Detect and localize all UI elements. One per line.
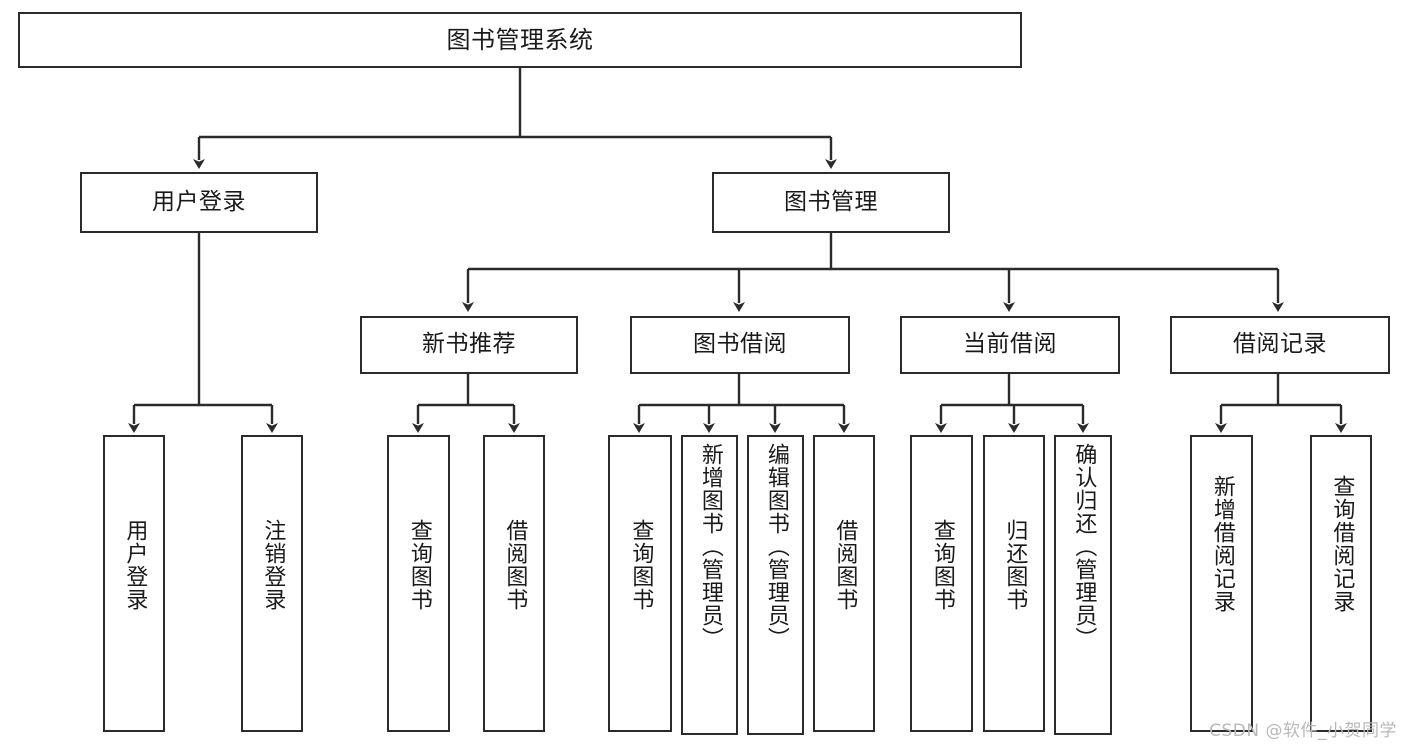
node-label: 图书管理系统 bbox=[446, 25, 594, 54]
node-label: 新增图书（管理员） bbox=[697, 443, 723, 650]
leaf-book-borrow-add-admin[interactable]: 新增图书（管理员） bbox=[681, 435, 738, 735]
node-label: 归还图书 bbox=[1002, 519, 1028, 611]
node-label: 借阅图书 bbox=[832, 519, 858, 611]
node-label: 查询图书 bbox=[628, 519, 654, 611]
node-label: 编辑图书（管理员） bbox=[763, 443, 789, 650]
leaf-user-login-logout[interactable]: 注销登录 bbox=[241, 435, 303, 732]
node-borrow-record[interactable]: 借阅记录 bbox=[1170, 316, 1390, 374]
node-label: 查询图书 bbox=[929, 519, 955, 611]
node-label: 用户登录 bbox=[122, 519, 148, 611]
leaf-new-book-query[interactable]: 查询图书 bbox=[387, 435, 450, 732]
leaf-new-book-borrow[interactable]: 借阅图书 bbox=[483, 435, 545, 732]
leaf-user-login-login[interactable]: 用户登录 bbox=[103, 435, 165, 732]
node-label: 新书推荐 bbox=[422, 331, 516, 358]
node-label: 查询图书 bbox=[406, 519, 432, 611]
node-label: 借阅记录 bbox=[1233, 331, 1327, 358]
node-book-management[interactable]: 图书管理 bbox=[712, 172, 950, 233]
leaf-current-borrow-query[interactable]: 查询图书 bbox=[910, 435, 973, 732]
leaf-current-borrow-return[interactable]: 归还图书 bbox=[983, 435, 1045, 732]
node-label: 用户登录 bbox=[152, 188, 246, 215]
node-label: 新增借阅记录 bbox=[1209, 475, 1235, 613]
node-label: 确认归还（管理员） bbox=[1071, 443, 1097, 650]
leaf-current-borrow-confirm-admin[interactable]: 确认归还（管理员） bbox=[1054, 435, 1112, 735]
node-new-book-recommend[interactable]: 新书推荐 bbox=[360, 316, 578, 374]
leaf-book-borrow-query[interactable]: 查询图书 bbox=[608, 435, 672, 732]
leaf-borrow-record-query[interactable]: 查询借阅记录 bbox=[1310, 435, 1372, 732]
node-current-borrow[interactable]: 当前借阅 bbox=[900, 316, 1120, 374]
node-label: 借阅图书 bbox=[502, 519, 528, 611]
node-label: 当前借阅 bbox=[963, 331, 1057, 358]
node-label: 图书管理 bbox=[784, 188, 878, 215]
leaf-book-borrow-edit-admin[interactable]: 编辑图书（管理员） bbox=[747, 435, 804, 735]
csdn-watermark: CSDN @软件_小贺同学 bbox=[1209, 721, 1397, 741]
node-book-borrow[interactable]: 图书借阅 bbox=[630, 316, 850, 374]
node-label: 注销登录 bbox=[260, 519, 286, 611]
node-label: 图书借阅 bbox=[693, 331, 787, 358]
node-label: 查询借阅记录 bbox=[1329, 475, 1355, 613]
node-user-login[interactable]: 用户登录 bbox=[80, 172, 318, 233]
node-root-system[interactable]: 图书管理系统 bbox=[18, 12, 1022, 68]
leaf-borrow-record-add[interactable]: 新增借阅记录 bbox=[1190, 435, 1253, 732]
leaf-book-borrow-borrow[interactable]: 借阅图书 bbox=[813, 435, 875, 732]
